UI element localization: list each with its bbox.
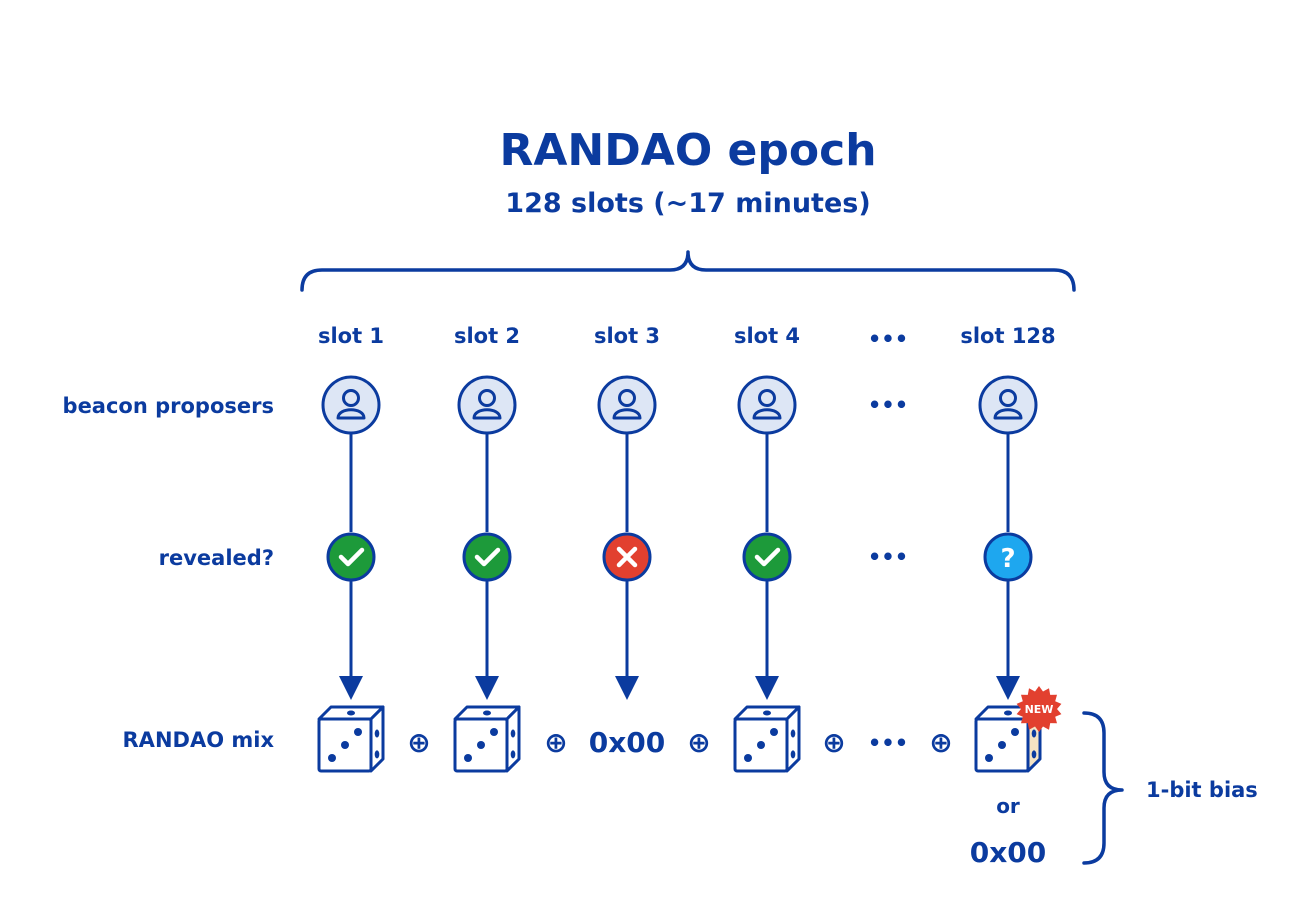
slot-label: slot 128 — [960, 324, 1055, 348]
xor-operator: ⊕ — [544, 726, 567, 759]
new-badge-label: NEW — [1025, 703, 1054, 716]
bias-label: 1-bit bias — [1146, 778, 1258, 802]
slot-label: slot 1 — [318, 324, 384, 348]
mix-ellipsis: ••• — [868, 731, 908, 755]
user-icon — [597, 375, 657, 435]
user-icon — [321, 375, 381, 435]
proposer-ellipsis: ••• — [868, 393, 908, 417]
check-icon — [462, 532, 512, 582]
dice-icon — [317, 705, 385, 773]
arrow-head — [615, 676, 639, 700]
slot-column: slot 4 — [733, 324, 801, 773]
diagram-subtitle: 128 slots (~17 minutes) — [505, 188, 870, 219]
slot-column: slot 2 — [453, 324, 521, 773]
xor-operator: ⊕ — [687, 726, 710, 759]
new-badge: NEW — [1016, 686, 1062, 732]
slot-ellipsis: ••• — [868, 327, 908, 351]
diagram-title: RANDAO epoch — [499, 125, 876, 176]
row-label-mix: RANDAO mix — [123, 728, 275, 752]
alt-or-label: or — [996, 794, 1020, 818]
epoch-brace — [300, 250, 1076, 292]
question-icon: ? — [983, 532, 1033, 582]
slot-label: slot 2 — [454, 324, 520, 348]
svg-text:?: ? — [1000, 544, 1015, 574]
check-icon — [742, 532, 792, 582]
arrow-head — [475, 676, 499, 700]
slot-label: slot 4 — [734, 324, 800, 348]
user-icon — [978, 375, 1038, 435]
dice-icon — [453, 705, 521, 773]
check-icon — [326, 532, 376, 582]
mix-zero-value: 0x00 — [589, 726, 666, 759]
row-label-revealed: revealed? — [159, 546, 274, 570]
xor-operator: ⊕ — [822, 726, 845, 759]
slot-label: slot 3 — [594, 324, 660, 348]
user-icon — [737, 375, 797, 435]
slot-columns: slot 1 slot 2 slot 3 0x00 slot 4 slot 128? NEW — [317, 324, 1062, 773]
revealed-ellipsis: ••• — [868, 545, 908, 569]
arrow-head — [339, 676, 363, 700]
dice-icon — [733, 705, 801, 773]
slot-column: slot 128? NEW — [960, 324, 1062, 773]
bias-brace — [1082, 711, 1124, 865]
xor-operator: ⊕ — [407, 726, 430, 759]
slot-column: slot 1 — [317, 324, 385, 773]
x-icon — [602, 532, 652, 582]
alt-zero-value: 0x00 — [970, 836, 1047, 869]
user-icon — [457, 375, 517, 435]
xor-operator: ⊕ — [929, 726, 952, 759]
arrow-head — [996, 676, 1020, 700]
row-label-proposers: beacon proposers — [63, 394, 274, 418]
arrow-head — [755, 676, 779, 700]
slot-column: slot 3 0x00 — [589, 324, 666, 759]
